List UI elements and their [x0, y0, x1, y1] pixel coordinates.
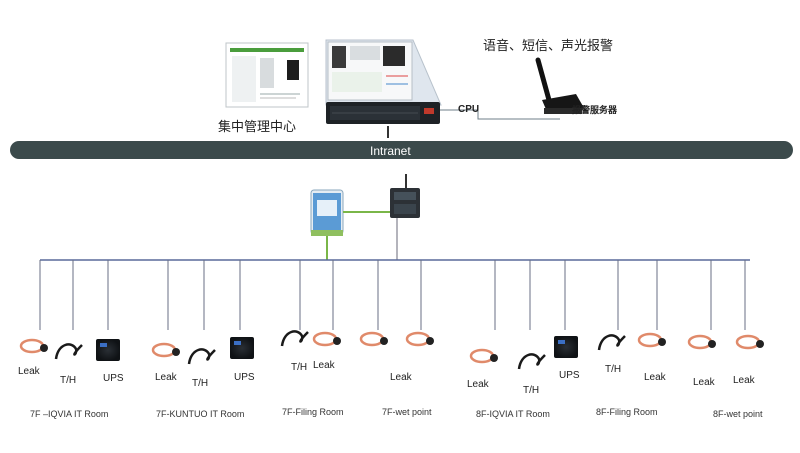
room-label: 8F-IQVIA IT Room: [476, 409, 550, 419]
device-label: T/H: [523, 385, 539, 396]
alarm-channels-text: 语音、短信、声光报警: [483, 38, 613, 54]
device-label: Leak: [18, 366, 41, 377]
device-label: Leak: [467, 379, 490, 390]
management-center-label: 集中管理中心: [218, 119, 296, 135]
room-label: 7F –IQVIA IT Room: [30, 409, 108, 419]
leak-sensor-icon: [151, 342, 180, 358]
th-sensor-icon: [280, 330, 309, 347]
room-label: 8F-Filing Room: [596, 407, 658, 417]
leak-sensor-icon: [359, 331, 388, 347]
th-sensor-icon: [597, 334, 626, 351]
leak-sensor-icon: [405, 331, 434, 347]
device-label: T/H: [605, 364, 621, 375]
alarm-server-label: 报警服务器: [572, 104, 618, 116]
device-label: Leak: [644, 372, 667, 383]
device-icons: [19, 330, 764, 370]
management-screen-image: [225, 42, 309, 108]
th-sensor-icon: [187, 348, 216, 365]
device-drops: [39, 260, 746, 330]
room-label: 7F-KUNTUO IT Room: [156, 409, 244, 419]
room-label: 7F-Filing Room: [282, 407, 344, 417]
ups-icon: [96, 339, 120, 361]
server-rack-icon: [326, 102, 440, 124]
leak-sensor-icon: [19, 338, 48, 354]
ups-icon: [554, 336, 578, 358]
device-label: UPS: [559, 370, 580, 381]
th-sensor-icon: [517, 353, 546, 370]
device-label: UPS: [234, 372, 255, 383]
intranet-label: Intranet: [370, 144, 411, 158]
device-label: Leak: [693, 377, 716, 388]
alarm-server-modem-icon: [535, 57, 584, 114]
ups-icon: [230, 337, 254, 359]
room-label: 8F-wet point: [713, 409, 763, 419]
device-label: UPS: [103, 373, 124, 384]
leak-sensor-icon: [637, 332, 666, 348]
io-converter-module-icon: [310, 189, 344, 236]
device-label: Leak: [390, 372, 413, 383]
intranet-bar: [10, 141, 793, 159]
network-controller-icon: [390, 174, 420, 218]
leak-sensor-icon: [469, 348, 498, 364]
leak-sensor-icon: [735, 334, 764, 350]
cpu-label: CPU: [458, 104, 479, 115]
device-label: Leak: [733, 375, 756, 386]
device-label: Leak: [313, 360, 336, 371]
device-label: T/H: [192, 378, 208, 389]
th-sensor-icon: [54, 343, 83, 360]
monitor-screen-image: [325, 39, 442, 106]
room-label: 7F-wet point: [382, 407, 432, 417]
device-label: T/H: [60, 375, 76, 386]
leak-sensor-icon: [687, 334, 716, 350]
device-label: Leak: [155, 372, 178, 383]
leak-sensor-icon: [312, 331, 341, 347]
device-label: T/H: [291, 362, 307, 373]
